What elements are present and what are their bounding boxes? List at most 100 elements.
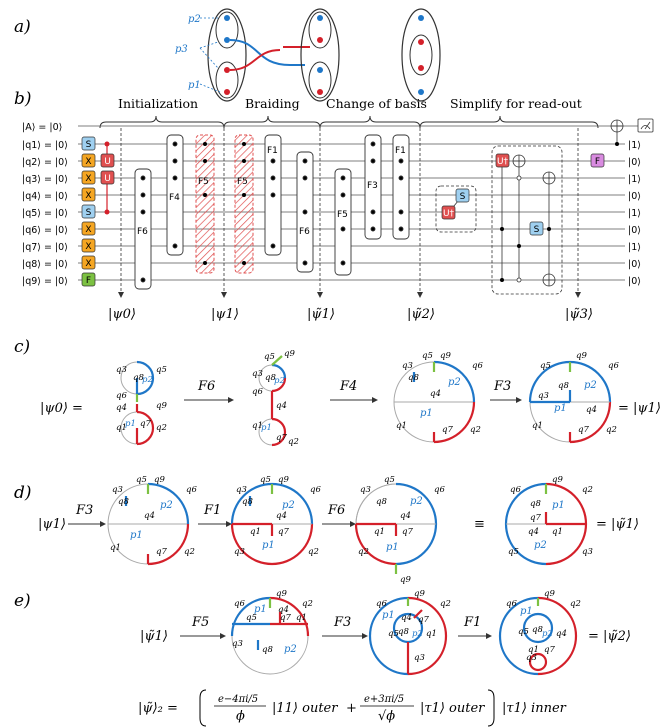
readout-final: F <box>590 118 654 168</box>
svg-text:p2: p2 <box>142 375 153 385</box>
svg-text:q8: q8 <box>265 373 276 383</box>
svg-text:p2: p2 <box>542 629 553 639</box>
svg-text:q4: q4 <box>276 511 287 521</box>
panel-label-c: c) <box>14 337 30 357</box>
svg-text:q9: q9 <box>576 351 587 361</box>
d-diagram-1 <box>107 482 190 566</box>
eq-d-op3: F6 <box>327 503 345 518</box>
svg-text:p2: p2 <box>412 629 423 639</box>
svg-text:q8: q8 <box>558 381 569 391</box>
svg-text:q2: q2 <box>302 599 313 609</box>
svg-text:q6: q6 <box>116 391 127 401</box>
svg-text:q7: q7 <box>418 615 429 625</box>
formula-num2: e+3πi/5 <box>364 694 404 705</box>
svg-text:q4: q4 <box>586 405 597 415</box>
svg-text:X: X <box>85 242 91 252</box>
gate-u-q3: U <box>100 170 115 185</box>
svg-text:S: S <box>534 225 540 235</box>
svg-text:q6: q6 <box>510 485 521 495</box>
c-diagram-3 <box>393 360 476 444</box>
eq-d-equiv: ≡ <box>474 517 485 532</box>
label-p2-a: p2 <box>188 14 201 25</box>
d-diagram-3-labels: q3 q5 q6 q8 p2 q4 q1 q7 p1 q2 q9 <box>358 475 445 585</box>
svg-text:q1: q1 <box>396 421 407 431</box>
svg-text:p1: p1 <box>420 408 433 419</box>
output-q5: |1⟩ <box>628 208 641 219</box>
svg-text:F: F <box>86 276 91 286</box>
svg-text:q1: q1 <box>374 527 385 537</box>
eq-c-op3: F3 <box>493 379 511 394</box>
svg-text:q1: q1 <box>296 613 307 623</box>
f-move-blocks <box>134 134 184 290</box>
svg-text:q7: q7 <box>544 645 555 655</box>
f-move-blocks-2 <box>264 134 410 276</box>
svg-text:q6: q6 <box>310 485 321 495</box>
svg-text:q7: q7 <box>278 527 289 537</box>
c-diagram-3-labels: q3 q5 q9 q6 q8 p2 q4 p1 q1 q7 q2 <box>396 351 483 435</box>
circuit-wires <box>78 125 645 281</box>
svg-text:q6: q6 <box>472 361 483 371</box>
svg-text:U†: U† <box>443 209 455 219</box>
svg-text:p1: p1 <box>382 610 395 621</box>
svg-text:q5: q5 <box>388 629 399 639</box>
svg-text:q4: q4 <box>401 613 412 623</box>
register-labels: |A⟩ = |0⟩ |q1⟩ = |0⟩ |q2⟩ = |0⟩ |q3⟩ = |… <box>22 122 68 287</box>
svg-text:q3: q3 <box>112 485 123 495</box>
svg-text:p2: p2 <box>534 540 547 551</box>
formula-inner: |τ1⟩ inner <box>502 701 567 716</box>
d-diagram-4 <box>504 482 588 566</box>
svg-text:q8: q8 <box>532 625 543 635</box>
state-psi1-tilde: |ψ̃1⟩ <box>307 307 335 322</box>
svg-text:q3: q3 <box>526 653 537 663</box>
svg-text:q7: q7 <box>280 613 291 623</box>
panel-label-a: a) <box>14 17 31 37</box>
panel-label-d: d) <box>14 483 32 503</box>
svg-text:q5: q5 <box>136 475 147 485</box>
svg-text:q6: q6 <box>608 361 619 371</box>
eq-c-lhs: |ψ0⟩ = <box>40 401 83 416</box>
svg-text:q5: q5 <box>264 352 275 362</box>
eq-e-op1: F5 <box>191 615 209 630</box>
svg-text:q2: q2 <box>570 599 581 609</box>
svg-text:q9: q9 <box>552 475 563 485</box>
svg-text:q1: q1 <box>250 527 261 537</box>
label-f1-braid: F1 <box>267 146 278 156</box>
gate-s-q5: S <box>81 204 96 219</box>
output-q7: |1⟩ <box>628 242 641 253</box>
svg-text:p2: p2 <box>274 376 285 386</box>
svg-text:U†: U† <box>497 157 509 167</box>
state-psi2-tilde: |ψ̃2⟩ <box>407 307 435 322</box>
gate-x-q4: X <box>81 187 96 202</box>
state-markers <box>120 128 579 292</box>
svg-text:q9: q9 <box>400 575 411 585</box>
svg-text:q8: q8 <box>408 373 419 383</box>
gate-s-q1: S <box>81 136 96 151</box>
section-braces <box>99 115 599 129</box>
register-label-q9: |q9⟩ = |0⟩ <box>22 276 68 287</box>
svg-text:F5: F5 <box>237 177 248 187</box>
svg-text:q9: q9 <box>544 589 555 599</box>
svg-text:q1: q1 <box>116 423 127 433</box>
svg-text:p2: p2 <box>584 380 597 391</box>
svg-text:q9: q9 <box>440 351 451 361</box>
formula-ket1: |11⟩ outer <box>272 701 338 716</box>
label-f4-init: F4 <box>169 193 180 203</box>
svg-text:q8: q8 <box>530 499 541 509</box>
svg-text:q3: q3 <box>116 365 127 375</box>
svg-text:q7: q7 <box>442 425 453 435</box>
svg-text:q7: q7 <box>276 433 287 443</box>
svg-text:q3: q3 <box>414 653 425 663</box>
svg-text:q5: q5 <box>156 365 167 375</box>
svg-text:q9: q9 <box>276 589 287 599</box>
eq-d-op2: F1 <box>203 503 221 518</box>
svg-text:q6: q6 <box>186 485 197 495</box>
panel-label-e: e) <box>14 591 31 611</box>
c-diagram-2 <box>258 355 287 447</box>
state-psi3-tilde: |ψ̃3⟩ <box>565 307 593 322</box>
svg-text:q9: q9 <box>278 475 289 485</box>
d-diagram-4-labels: q9 q6 q2 q8 p1 q7 q4 q1 p2 q5 q3 <box>508 475 593 557</box>
svg-text:q1: q1 <box>252 421 263 431</box>
svg-text:q2: q2 <box>156 423 167 433</box>
svg-text:U: U <box>104 174 111 184</box>
